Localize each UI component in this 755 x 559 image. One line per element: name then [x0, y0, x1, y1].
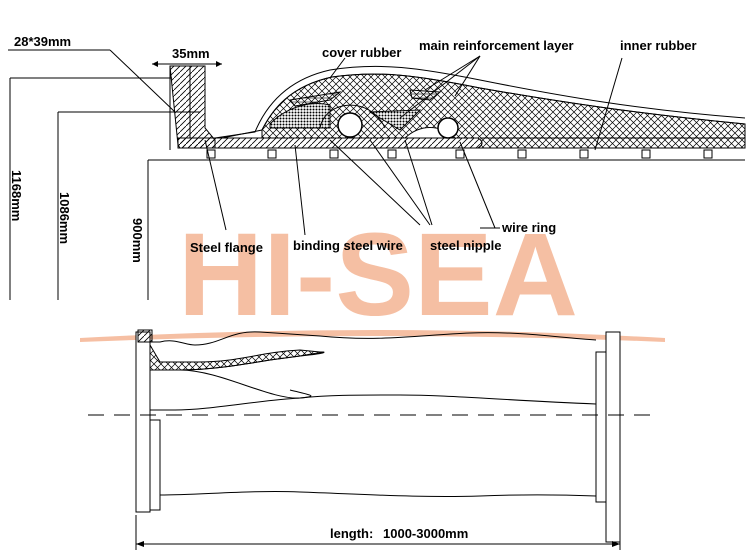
leader-nipple — [459, 141, 496, 229]
binding-wire-arc — [319, 104, 386, 129]
watermark-swoosh — [80, 330, 665, 342]
hose-outer-top — [150, 331, 597, 346]
hose-reinforcement — [149, 343, 325, 371]
wire-ring-1 — [337, 112, 363, 138]
leader-binding-3 — [369, 139, 431, 226]
dim-900-label: 900mm — [130, 218, 145, 263]
dim-28x39-diag — [109, 49, 176, 113]
wire-stack-2 — [368, 109, 422, 131]
length-value: 1000-3000mm — [383, 526, 468, 541]
dim-28x39-label: 28*39mm — [14, 34, 71, 49]
wire-ring-label: wire ring — [501, 220, 556, 235]
right-flange — [605, 331, 621, 543]
leader-binding-4 — [404, 139, 433, 226]
leader-binding-2 — [329, 139, 421, 226]
inner-rubber-label: inner rubber — [620, 38, 697, 53]
leader-reinf-2 — [454, 55, 481, 97]
leader-reinf-3 — [399, 55, 481, 119]
leader-cover-rubber — [329, 57, 346, 79]
leader-steel-flange — [204, 139, 227, 231]
watermark-text: HI-SEA — [178, 209, 578, 341]
wire-stack-1 — [269, 103, 331, 129]
watermark: HI-SEA — [80, 209, 665, 342]
steel-flange-shape — [169, 65, 216, 149]
steel-flange-label: Steel flange — [190, 240, 263, 255]
dim-1168-label: 1168mm — [9, 170, 24, 221]
dim-35-label: 35mm — [172, 46, 210, 61]
left-flange — [135, 331, 151, 513]
leader-binding-1 — [294, 144, 306, 236]
steel-nipple-label: steel nipple — [430, 238, 502, 253]
main-reinforcement-label: main reinforcement layer — [419, 38, 574, 53]
cover-rubber-outline — [214, 65, 746, 139]
hose-inner-top — [150, 394, 597, 411]
hose-outer-bottom — [159, 491, 597, 498]
section-detail — [8, 49, 746, 300]
binding-steel-wire-label: binding steel wire — [293, 238, 403, 253]
dim-1086-label: 1086mm — [57, 192, 72, 244]
hose-full-view — [88, 329, 650, 550]
leader-reinf-1 — [424, 55, 481, 91]
leader-inner-rubber — [594, 57, 623, 151]
cover-rubber-label: cover rubber — [322, 45, 401, 60]
length-label: length: — [330, 526, 373, 541]
bolt-squares — [206, 149, 713, 159]
wire-ring-2 — [437, 117, 459, 139]
steel-nipple-shape — [177, 137, 483, 149]
